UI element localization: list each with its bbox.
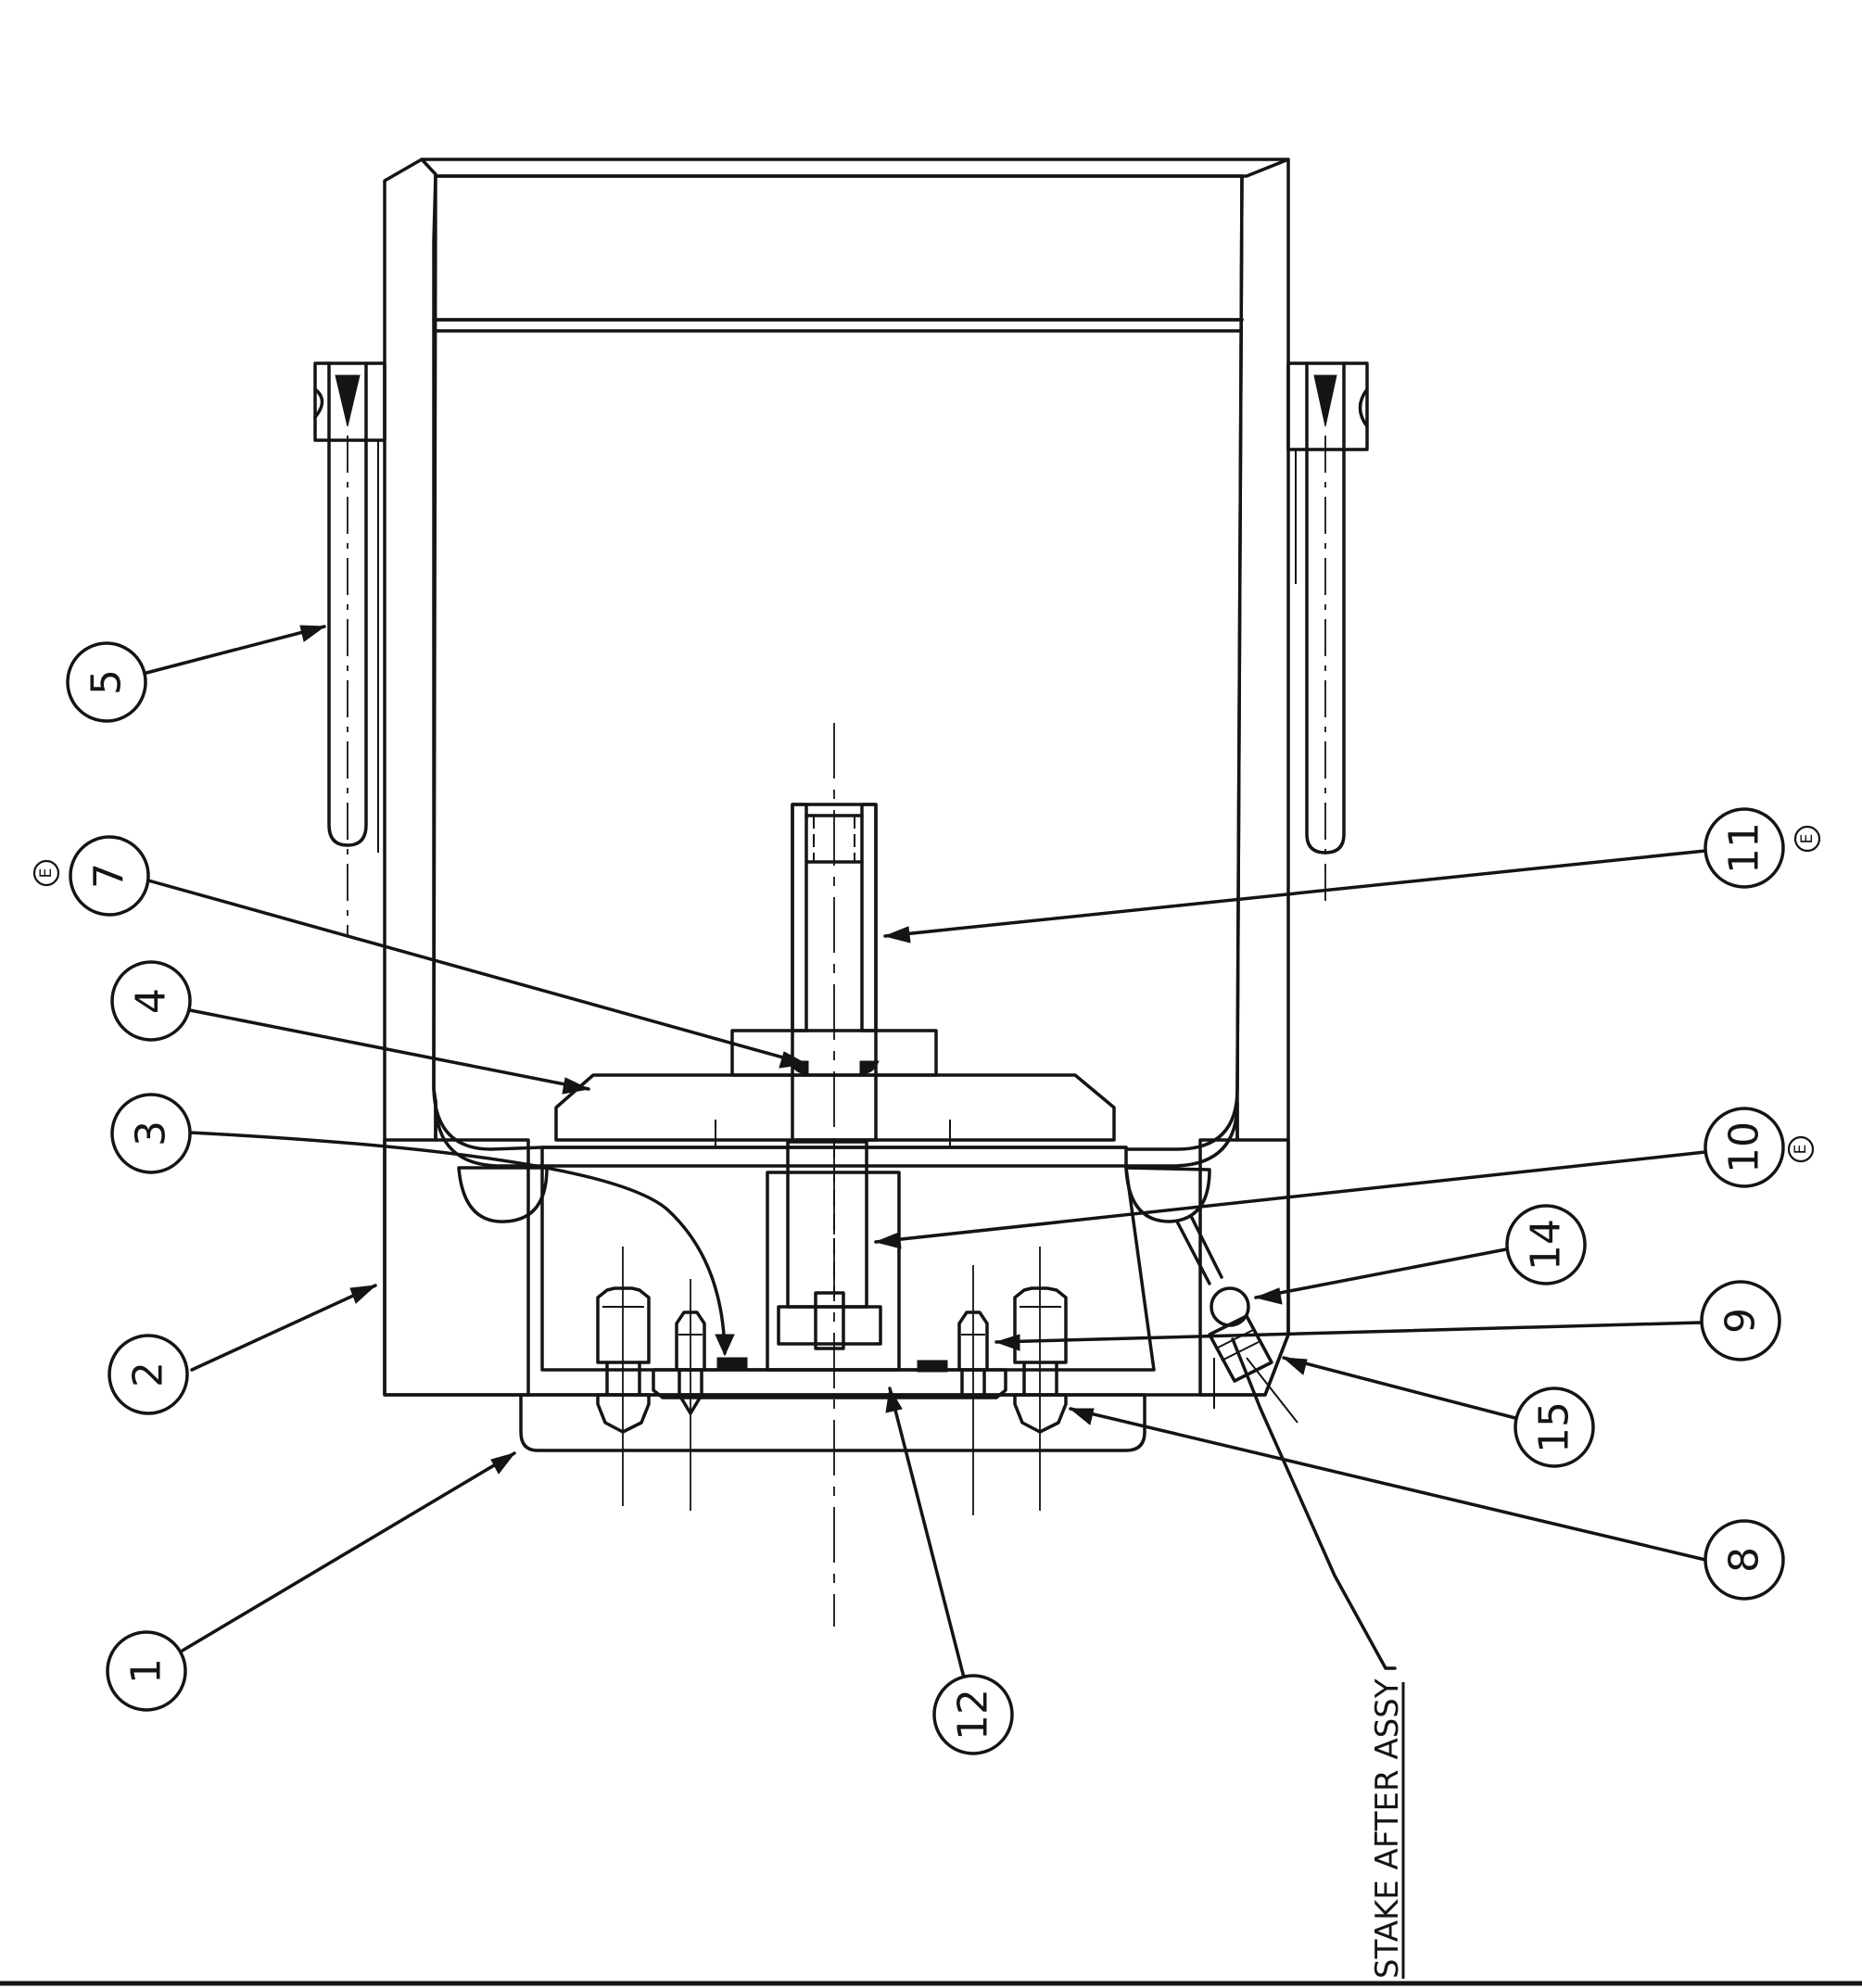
inner-cavity bbox=[432, 174, 1244, 1151]
left-mount bbox=[313, 361, 386, 936]
balloon-4-label: 4 bbox=[128, 988, 175, 1014]
balloon-10-label: 10 bbox=[1721, 1121, 1768, 1173]
right-groove bbox=[1124, 1166, 1211, 1223]
balloon-12-label: 12 bbox=[950, 1689, 997, 1741]
balloon-15: 15 bbox=[1514, 1387, 1595, 1468]
balloon-9: 9 bbox=[1700, 1280, 1781, 1361]
leader-lines bbox=[145, 625, 1707, 1679]
marker-e-item-10: E bbox=[1787, 1135, 1815, 1163]
marker-e-item-10-label: E bbox=[1792, 1145, 1810, 1155]
right-mount bbox=[1286, 361, 1369, 908]
marker-e-item-11: E bbox=[1793, 825, 1821, 853]
base-plate bbox=[519, 1393, 1146, 1452]
balloon-1-label: 1 bbox=[123, 1658, 171, 1684]
check-valve bbox=[1175, 1214, 1298, 1424]
stem bbox=[789, 803, 880, 1142]
base-insert bbox=[540, 1140, 1156, 1372]
balloon-11: 11 bbox=[1704, 807, 1785, 889]
screw-left-outer bbox=[596, 1247, 651, 1506]
housing-body bbox=[383, 158, 1290, 1397]
balloon-12: 12 bbox=[932, 1674, 1014, 1755]
balloon-8-label: 8 bbox=[1721, 1547, 1768, 1573]
screw-right-outer bbox=[1013, 1247, 1068, 1511]
balloon-2: 2 bbox=[108, 1334, 189, 1415]
balloon-1: 1 bbox=[106, 1630, 187, 1712]
balloon-14-label: 14 bbox=[1523, 1219, 1570, 1271]
balloon-2-label: 2 bbox=[125, 1361, 172, 1387]
stake-note-text: STAKE AFTER ASSY bbox=[1369, 1678, 1406, 1979]
marker-e-item-7-label: E bbox=[37, 868, 56, 879]
balloon-11-label: 11 bbox=[1721, 822, 1768, 874]
screw-left-inner bbox=[675, 1279, 706, 1511]
screw-right-inner bbox=[957, 1265, 989, 1515]
balloon-8: 8 bbox=[1704, 1519, 1785, 1601]
piston-plate bbox=[554, 1073, 1116, 1147]
stake-note: STAKE AFTER ASSY bbox=[1369, 1678, 1406, 1979]
balloon-15-label: 15 bbox=[1531, 1401, 1578, 1453]
balloon-10: 10 bbox=[1704, 1107, 1785, 1188]
marker-e-item-7: E bbox=[32, 859, 60, 887]
cap-plate bbox=[652, 1357, 1007, 1399]
balloon-5: 5 bbox=[66, 641, 147, 723]
housing-rim bbox=[420, 158, 1290, 333]
balloon-5-label: 5 bbox=[83, 669, 131, 695]
balloon-7: 7 bbox=[69, 835, 150, 917]
left-groove bbox=[457, 1166, 549, 1223]
marker-e-item-11-label: E bbox=[1798, 834, 1817, 844]
balloon-9-label: 9 bbox=[1717, 1308, 1765, 1334]
balloon-4: 4 bbox=[110, 960, 192, 1042]
balloon-3: 3 bbox=[110, 1093, 192, 1174]
balloon-7-label: 7 bbox=[86, 863, 133, 889]
balloon-14: 14 bbox=[1505, 1204, 1587, 1285]
balloon-3-label: 3 bbox=[128, 1121, 175, 1146]
